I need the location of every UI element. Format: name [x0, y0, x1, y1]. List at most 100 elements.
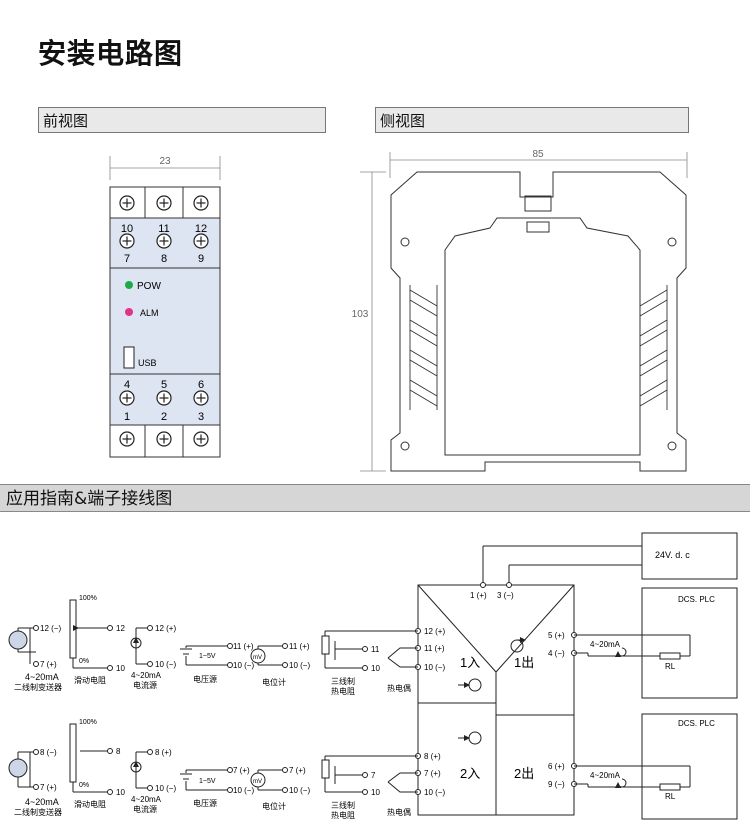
- ch2-input-8: 8 (+): [424, 752, 441, 761]
- ch1-mv-source: [250, 645, 285, 666]
- ch1-pot-bot: 0%: [79, 658, 89, 665]
- side-view-body: [390, 171, 687, 472]
- ch1-rtd-name2: 热电阻: [331, 686, 355, 696]
- ch2-pot-top: 100%: [79, 719, 97, 726]
- ch1-mv-sym: mV: [253, 655, 262, 661]
- pow-label: POW: [137, 281, 161, 292]
- ch2-mv-name: 电位计: [262, 801, 286, 811]
- ch1-cur-name: 电流源: [133, 680, 157, 690]
- page-title: 安装电路图: [38, 37, 184, 70]
- ch1-out-range: 4~20mA: [590, 640, 621, 649]
- ch1-input-11: 11 (+): [424, 644, 445, 653]
- ch1-pot-name: 滑动电阻: [74, 675, 106, 685]
- ch2-output-9: 9 (−): [548, 780, 565, 789]
- ch2-volt-t-bot: 10 (−): [233, 786, 254, 795]
- ch2-two-wire-transmitter: [8, 751, 36, 788]
- ch2-cur-t-top: 8 (+): [155, 748, 172, 757]
- front-term-12: 12: [195, 223, 207, 235]
- ch2-rtd-t-bot: 10: [371, 788, 380, 797]
- ch1-volt-t-bot: 10 (−): [233, 661, 254, 670]
- ch1-pot-t-top: 12: [116, 624, 125, 633]
- ch1-rtd: [321, 630, 418, 669]
- ch2-out-label: 2出: [514, 766, 534, 781]
- ch2-mv-sym: mV: [253, 779, 262, 785]
- ch1-cur-t-top: 12 (+): [155, 624, 176, 633]
- ch1-input-10: 10 (−): [424, 663, 445, 672]
- front-term-6: 6: [198, 379, 204, 391]
- side-height-label: 103: [352, 309, 369, 320]
- ch2-input-7: 7 (+): [424, 769, 441, 778]
- ch2-voltage-source: [180, 769, 230, 791]
- ch2-output-loop: [574, 713, 738, 820]
- ch1-cur-t-bot: 10 (−): [155, 660, 176, 669]
- ch2-pot-bot: 0%: [79, 782, 89, 789]
- front-view-header: 前视图: [38, 107, 326, 133]
- ch2-volt-t-top: 7 (+): [233, 766, 250, 775]
- alm-label: ALM: [140, 308, 159, 318]
- ch1-pot-top: 100%: [79, 595, 97, 602]
- front-term-5: 5: [161, 379, 167, 391]
- ch1-input-12: 12 (+): [424, 627, 445, 636]
- ch1-load: DCS. PLC: [678, 595, 715, 604]
- front-view-body: 10 11 12 7 8 9 4 5 6 1 2 3 POW ALM USB: [109, 186, 221, 458]
- front-term-1: 1: [124, 411, 130, 423]
- views-drawing: 23 10 11 12 7 8 9 4 5 6 1 2 3 POW ALM US…: [109, 149, 688, 472]
- front-term-11: 11: [158, 223, 169, 235]
- ch2-tc-name: 热电偶: [387, 807, 411, 817]
- ch1-rtd-name1: 三线制: [331, 676, 355, 686]
- ch2-cur-t-bot: 10 (−): [155, 784, 176, 793]
- ch1-out-arrow-icon: [510, 639, 524, 653]
- ch2-sliding-resistor: [69, 723, 110, 793]
- ch1-pot-t-bot: 10: [116, 664, 125, 673]
- ch1-mv-t-bot: 10 (−): [289, 661, 310, 670]
- ch1-in-label: 1入: [460, 655, 480, 670]
- ch1-output-loop: [574, 587, 738, 699]
- ch1-output-4: 4 (−): [548, 649, 565, 658]
- ch1-output-5: 5 (+): [548, 631, 565, 640]
- ch2-volt-name: 电压源: [193, 798, 217, 808]
- ch2-pot-name: 滑动电阻: [74, 799, 106, 809]
- isolator-module: [417, 584, 575, 816]
- ch1-mv-name: 电位计: [262, 677, 286, 687]
- ch1-in-arrow-icon: [468, 678, 482, 692]
- ch1-thermocouple: [387, 647, 418, 668]
- usb-port-icon: [123, 346, 135, 369]
- ch2-output-6: 6 (+): [548, 762, 565, 771]
- ch1-rl: RL: [665, 662, 676, 671]
- ch2-mv-t-bot: 10 (−): [289, 786, 310, 795]
- ch1-mv-t-top: 11 (+): [289, 642, 310, 651]
- ch2-rtd: [321, 755, 418, 793]
- ch2-volt-range: 1~5V: [199, 778, 216, 785]
- front-width-dimension: 23: [109, 156, 221, 180]
- ch2-load: DCS. PLC: [678, 719, 715, 728]
- ch2-rtd-name2: 热电阻: [331, 810, 355, 820]
- ch1-sliding-resistor: [69, 599, 110, 669]
- usb-label: USB: [138, 358, 157, 368]
- ch1-rtd-t-top: 11: [371, 645, 380, 654]
- ch1-tx-bot: 7 (+): [40, 660, 57, 669]
- ch1-current-source: [130, 627, 150, 665]
- ch2-cur-range: 4~20mA: [131, 795, 162, 804]
- ch2-mv-t-top: 7 (+): [289, 766, 306, 775]
- side-dimensions: 85 103: [352, 149, 688, 472]
- ch1-volt-t-top: 11 (+): [233, 642, 254, 651]
- front-term-4: 4: [124, 379, 130, 391]
- ch1-out-label: 1出: [514, 655, 534, 670]
- front-term-8: 8: [161, 253, 167, 265]
- ch1-voltage-source: [180, 645, 230, 666]
- side-view-header: 侧视图: [375, 107, 689, 133]
- ch2-pot-t-top: 8: [116, 747, 121, 756]
- ch2-tx-bot: 7 (+): [40, 783, 57, 792]
- alm-led-icon: [125, 308, 133, 316]
- ch1-tx-range: 4~20mA: [25, 672, 59, 682]
- ch2-current-source: [130, 751, 150, 789]
- ch2-thermocouple: [387, 772, 418, 793]
- ch2-tx-top: 8 (−): [40, 748, 57, 757]
- ch2-tx-range: 4~20mA: [25, 797, 59, 807]
- side-width-label: 85: [532, 149, 544, 160]
- ch1-rtd-t-bot: 10: [371, 664, 380, 673]
- ch1-cur-range: 4~20mA: [131, 671, 162, 680]
- ch2-tx-name: 二线制变送器: [14, 807, 62, 817]
- guide-header: 应用指南&端子接线图: [0, 484, 750, 512]
